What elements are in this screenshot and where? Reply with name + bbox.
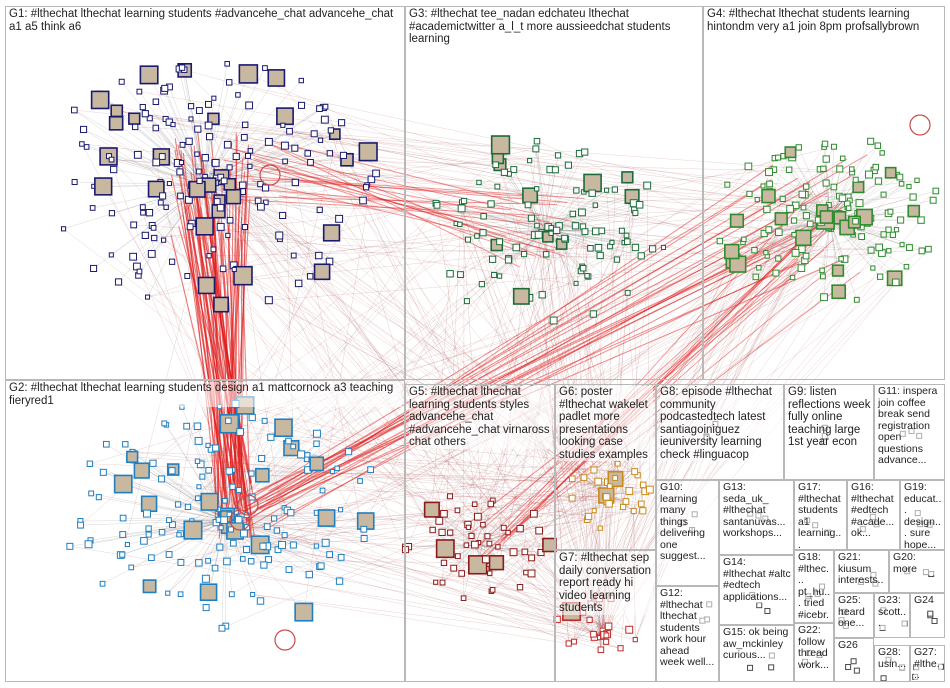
group-label-g20: G20: more	[893, 552, 942, 575]
group-panel-g8: G8: episode #lthechat community podcaste…	[656, 384, 784, 480]
group-label-g14: G14: #lthechat #altc #edtech application…	[723, 557, 791, 603]
group-label-g2: G2: #lthechat lthechat learning students…	[9, 382, 402, 407]
group-panel-g1: G1: #lthechat lthechat learning students…	[5, 6, 405, 380]
group-panel-g13: G13: seda_uk_ #lthechat santanuvas... wo…	[719, 480, 794, 555]
group-label-g26: G26	[838, 640, 871, 652]
group-panel-g3: G3: #lthechat tee_nadan edchateu lthecha…	[405, 6, 703, 380]
group-panel-g26: G26	[834, 638, 874, 682]
group-label-g27: G27: #lthe...	[914, 647, 942, 682]
group-panel-g28: G28: usin...	[874, 645, 910, 682]
group-label-g10: G10: learning many things delivering one…	[660, 482, 716, 563]
group-panel-g21: G21: kiusum interests...	[834, 550, 889, 593]
group-label-g5: G5: #lthechat lthechat learning students…	[409, 386, 552, 449]
group-label-g6: G6: poster #lthechat wakelet padlet more…	[559, 386, 653, 461]
group-panel-g6: G6: poster #lthechat wakelet padlet more…	[555, 384, 656, 550]
group-panel-g23: G23: scott...	[874, 593, 910, 638]
group-panel-g7: G7: #lthechat sep daily conversation rep…	[555, 550, 656, 682]
group-label-g17: G17: #lthechat students a1 learning...	[798, 482, 844, 550]
group-panel-g17: G17: #lthechat students a1 learning...	[794, 480, 847, 550]
group-label-g28: G28: usin...	[878, 647, 907, 670]
group-label-g22: G22: follow thread work...	[798, 625, 831, 671]
group-label-g8: G8: episode #lthechat community podcaste…	[660, 386, 781, 461]
group-label-g23: G23: scott...	[878, 595, 907, 630]
group-panel-g14: G14: #lthechat #altc #edtech application…	[719, 555, 794, 625]
group-label-g9: G9: listen reflections week fully online…	[788, 386, 871, 449]
group-panel-g22: G22: follow thread work...	[794, 623, 834, 682]
group-panel-g10: G10: learning many things delivering one…	[656, 480, 719, 586]
group-panel-g27: G27: #lthe...	[910, 645, 945, 682]
group-panel-g25: G25: heard one...	[834, 593, 874, 638]
group-label-g1: G1: #lthechat lthechat learning students…	[9, 8, 402, 33]
group-label-g21: G21: kiusum interests...	[838, 552, 886, 593]
group-label-g15: G15: ok being aw_mckinley curious...	[723, 627, 791, 662]
group-panel-g18: G18: #lthec... pt_hu... tried #icebr...	[794, 550, 834, 623]
group-label-g13: G13: seda_uk_ #lthechat santanuvas... wo…	[723, 482, 791, 540]
group-label-g7: G7: #lthechat sep daily conversation rep…	[559, 552, 653, 615]
group-label-g18: G18: #lthec... pt_hu... tried #icebr...	[798, 552, 831, 623]
group-label-g4: G4: #lthechat lthechat students learning…	[707, 8, 942, 33]
group-panel-g12: G12: #lthechat lthechat students work ho…	[656, 586, 719, 682]
group-panel-g16: G16: #lthechat #edtech #acade... ok...	[847, 480, 900, 550]
group-label-g3: G3: #lthechat tee_nadan edchateu lthecha…	[409, 8, 700, 46]
group-panel-g19: G19: educat... design... sure hope...	[900, 480, 945, 550]
group-label-g16: G16: #lthechat #edtech #acade... ok...	[851, 482, 897, 540]
group-panel-g24: G24	[910, 593, 945, 638]
group-panel-g11: G11: inspera join coffee break send regi…	[874, 384, 945, 480]
group-label-g19: G19: educat... design... sure hope...	[904, 482, 942, 550]
group-label-g25: G25: heard one...	[838, 595, 871, 630]
group-panel-g4: G4: #lthechat lthechat students learning…	[703, 6, 945, 380]
group-panel-g20: G20: more	[889, 550, 945, 593]
group-label-g12: G12: #lthechat lthechat students work ho…	[660, 588, 716, 669]
group-panel-g5: G5: #lthechat lthechat learning students…	[405, 384, 555, 682]
group-panel-g2: G2: #lthechat lthechat learning students…	[5, 380, 405, 682]
group-label-g24: G24	[914, 595, 942, 607]
group-label-g11: G11: inspera join coffee break send regi…	[878, 386, 942, 467]
group-panel-g15: G15: ok being aw_mckinley curious...	[719, 625, 794, 682]
group-panel-g9: G9: listen reflections week fully online…	[784, 384, 874, 480]
